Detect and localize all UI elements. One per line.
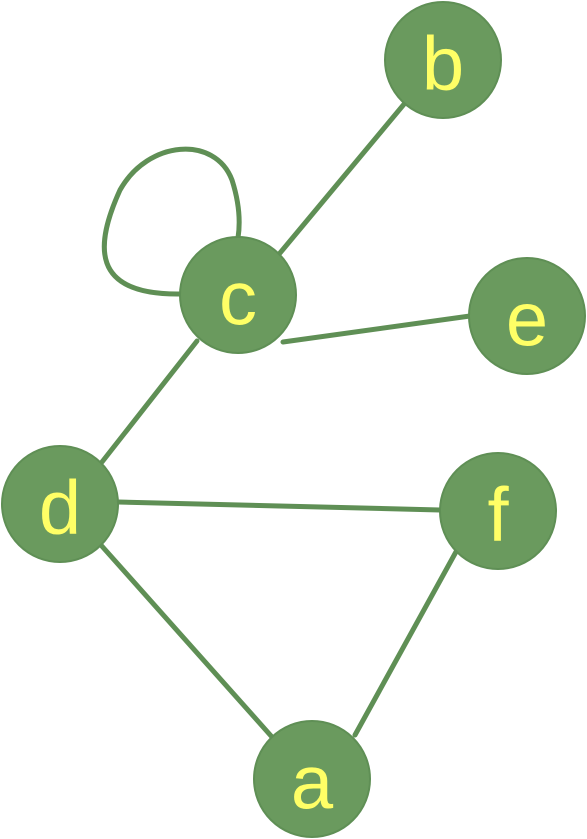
edge-d-f: [115, 499, 443, 513]
node-f-circle: [439, 452, 557, 570]
edge-f-a: [352, 547, 460, 738]
node-d: d: [1, 445, 119, 563]
node-b-label: b: [422, 22, 464, 107]
node-f: f: [439, 452, 557, 570]
edge-c-d: [99, 338, 200, 465]
node-c: c: [179, 236, 297, 354]
node-d-circle: [1, 445, 119, 563]
edge-d-a: [97, 541, 275, 740]
edges-layer: [97, 100, 473, 740]
node-b-circle: [384, 1, 502, 119]
node-c-circle: [179, 236, 297, 354]
edge-c-e: [280, 313, 473, 345]
node-e: e: [468, 257, 586, 375]
node-a: a: [253, 720, 371, 838]
node-c-label: c: [219, 257, 257, 342]
node-a-label: a: [291, 741, 334, 826]
node-e-label: e: [506, 278, 548, 363]
node-d-label: d: [39, 466, 81, 551]
node-f-label: f: [487, 473, 509, 558]
node-a-circle: [253, 720, 371, 838]
edge-c-self-loop: [101, 146, 242, 297]
edge-c-b: [277, 100, 408, 256]
node-b: b: [384, 1, 502, 119]
node-e-circle: [468, 257, 586, 375]
